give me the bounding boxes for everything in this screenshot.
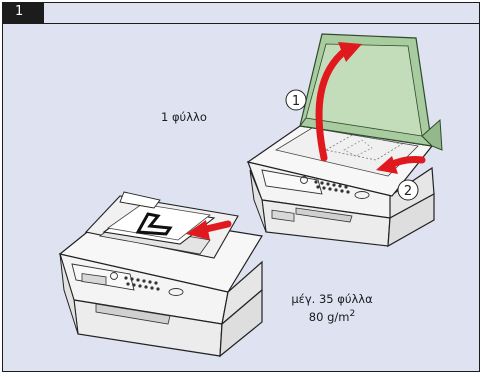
- paper-weight-value: 80 g/m: [309, 310, 350, 324]
- max-sheets-text: μέγ. 35 φύλλα: [280, 292, 384, 307]
- callout-open-lid: 1: [292, 94, 300, 109]
- adf-capacity-label: μέγ. 35 φύλλα 80 g/m2: [280, 292, 384, 325]
- paper-weight-exponent: 2: [349, 309, 355, 319]
- adf-printer: [60, 192, 262, 356]
- flatbed-printer: 1 2: [248, 34, 442, 246]
- single-sheet-label: 1 φύλλο: [161, 110, 207, 124]
- callout-insert: 2: [404, 184, 412, 199]
- paper-weight-text: 80 g/m2: [280, 307, 384, 325]
